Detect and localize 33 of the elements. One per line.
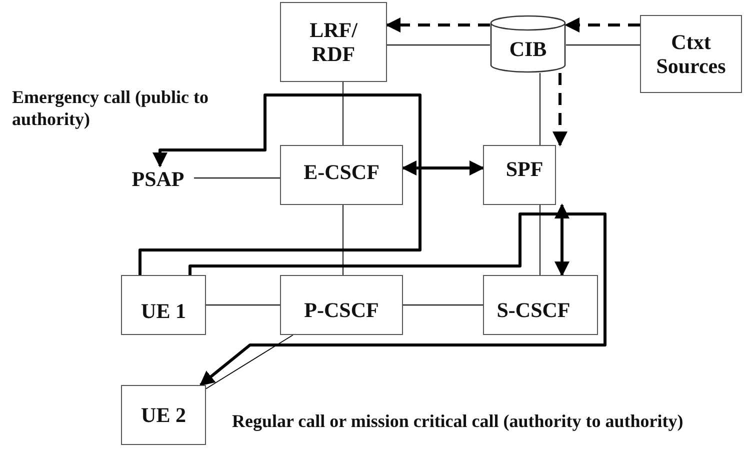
node-label: CIB	[509, 37, 547, 61]
connector-line	[402, 304, 484, 306]
node-label: S-CSCF	[496, 298, 570, 322]
connector-line	[386, 44, 490, 46]
function-box	[483, 275, 598, 335]
arrow	[386, 18, 490, 32]
device-box	[121, 385, 206, 445]
function-box	[280, 145, 403, 205]
device-box	[121, 275, 206, 335]
node-label: SPF	[506, 157, 544, 181]
source-box	[640, 15, 742, 93]
node-label: Ctxt Sources	[655, 30, 727, 78]
endpoint-label: PSAP	[132, 167, 184, 191]
node-label: UE 2	[141, 403, 186, 427]
node-label: UE 1	[141, 299, 186, 323]
arrow	[564, 18, 640, 32]
node-label: LRF/ RDF	[308, 18, 359, 66]
arrow	[402, 160, 484, 176]
arrow	[188, 212, 606, 386]
database-cylinder	[490, 15, 566, 73]
connector-line	[342, 204, 344, 276]
connector-line	[342, 82, 344, 146]
arrow	[552, 73, 568, 146]
function-box	[280, 275, 403, 335]
arrow	[554, 204, 570, 276]
node-label: E-CSCF	[304, 160, 380, 184]
connector-line	[566, 44, 640, 46]
connector-line	[206, 304, 280, 306]
node-label: P-CSCF	[304, 298, 379, 322]
function-box	[280, 2, 387, 82]
connector-line	[206, 334, 294, 390]
arrow	[138, 94, 422, 275]
function-box	[483, 145, 556, 205]
